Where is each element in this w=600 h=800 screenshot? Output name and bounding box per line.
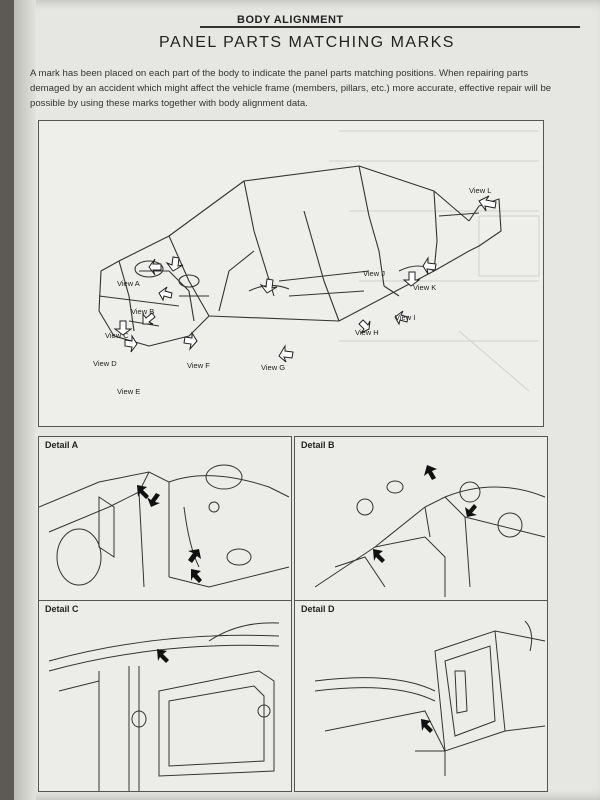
- detail-b-drawing: [314, 465, 546, 597]
- detail-b-label: Detail B: [301, 440, 335, 450]
- detail-a-drawing: [39, 464, 290, 588]
- detail-b-panel: Detail B: [294, 436, 548, 602]
- detail-d-panel: Detail D: [294, 600, 548, 792]
- header-rule: [200, 26, 580, 28]
- view-d-label: View D: [93, 359, 117, 368]
- detail-d-drawing: [314, 620, 546, 776]
- view-j-label: View J: [363, 269, 385, 278]
- page-title: PANEL PARTS MATCHING MARKS: [159, 34, 455, 51]
- detail-a-panel: Detail A: [38, 436, 292, 602]
- view-k-label: View K: [413, 283, 437, 292]
- view-h-label: View H: [355, 328, 379, 337]
- view-c-label: View C: [105, 331, 129, 340]
- intro-paragraph: A mark has been placed on each part of t…: [30, 68, 552, 109]
- view-e-label: View E: [117, 387, 141, 396]
- detail-a-label: Detail A: [45, 440, 79, 450]
- detail-c-label: Detail C: [45, 604, 79, 614]
- section-header: BODY ALIGNMENT: [200, 14, 580, 28]
- car-body-drawing: [98, 130, 540, 392]
- detail-c-drawing: [48, 622, 280, 791]
- view-i-label: View I: [395, 313, 416, 322]
- detail-d-label: Detail D: [301, 604, 335, 614]
- detail-c-panel: Detail C: [38, 600, 292, 792]
- view-l-label: View L: [469, 186, 492, 195]
- view-a-label: View A: [117, 279, 140, 288]
- previous-page-edge: [14, 0, 36, 800]
- view-b-label: View B: [131, 307, 155, 316]
- body-overview-figure: View A View B View C View D View E View …: [38, 120, 544, 427]
- view-g-label: View G: [261, 363, 286, 372]
- view-f-label: View F: [187, 361, 210, 370]
- section-title: BODY ALIGNMENT: [234, 14, 347, 26]
- manual-page: BODY ALIGNMENT PANEL PARTS MATCHING MARK…: [14, 0, 600, 800]
